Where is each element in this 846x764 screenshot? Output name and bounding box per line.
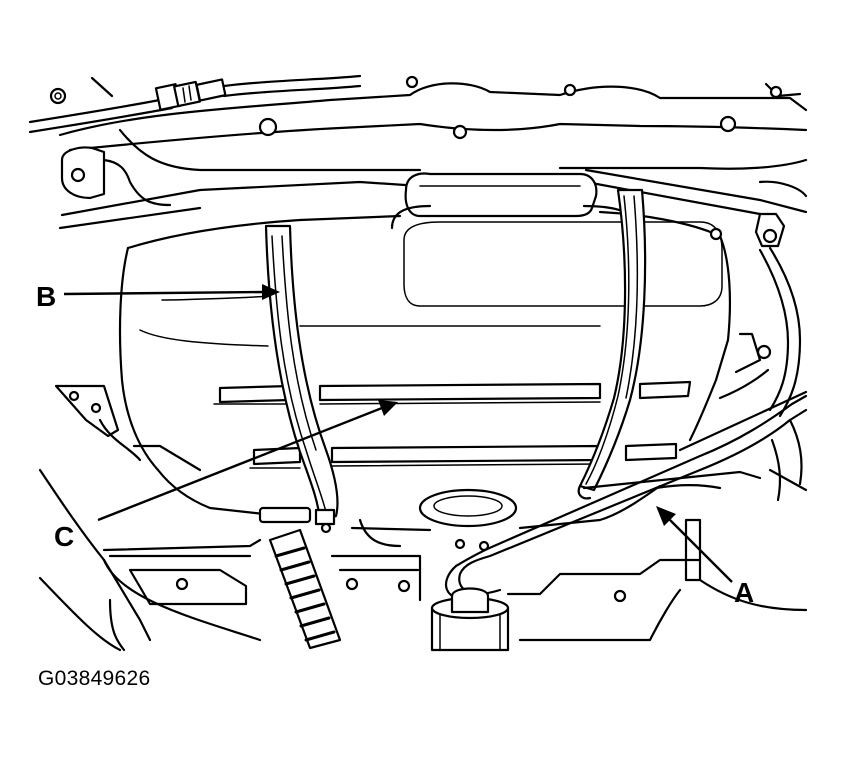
fuel-tank	[118, 210, 772, 552]
left-mount	[58, 146, 422, 230]
corrugated-hose	[268, 528, 342, 650]
crossmember	[58, 75, 808, 172]
tank-strap-right	[577, 188, 647, 500]
tank-top-mound	[390, 172, 642, 234]
right-mount	[584, 82, 808, 248]
callout-label-a: A	[734, 577, 754, 608]
callout-arrow-b	[63, 284, 280, 300]
left-corner-bracket	[54, 384, 202, 472]
lower-frame	[38, 468, 808, 652]
callout-label-b: B	[36, 281, 56, 312]
callout-arrow-c	[97, 400, 398, 522]
callout-arrow-a	[656, 506, 733, 583]
tank-strap-left	[264, 224, 339, 534]
figure-id: G03849626	[38, 667, 151, 690]
callout-label-c: C	[54, 521, 74, 552]
brake-line	[28, 74, 362, 134]
pipe-fitting	[430, 587, 510, 652]
vent-hose-right	[758, 246, 802, 418]
